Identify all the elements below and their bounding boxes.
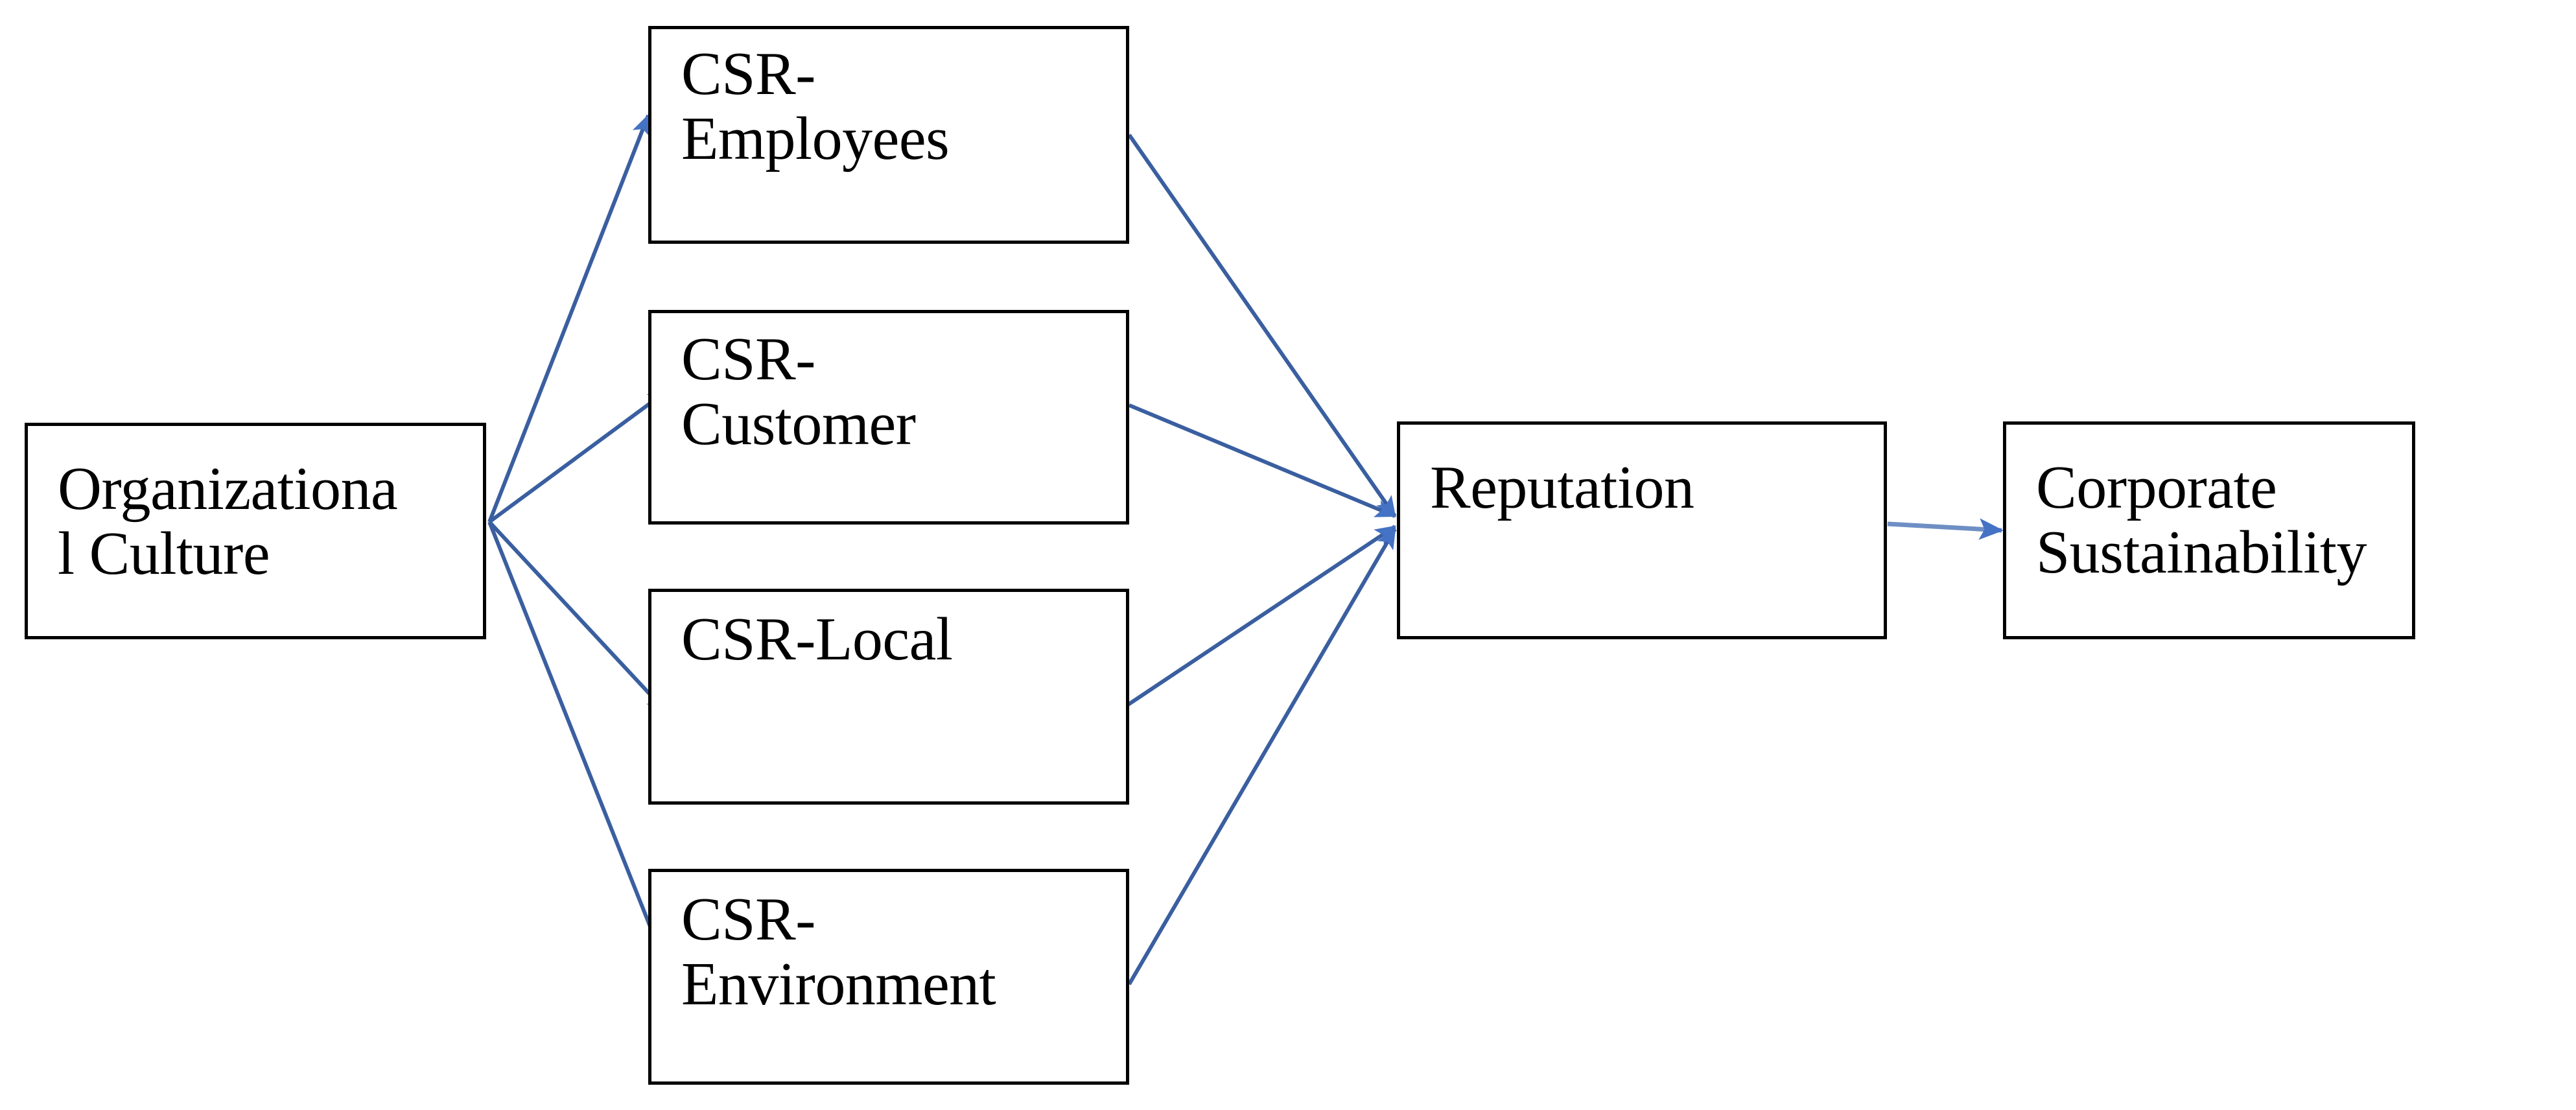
node-organizational-culture[interactable]: Organizationa l Culture — [25, 423, 486, 639]
edge-csr-employees-to-reputation — [1127, 134, 1397, 518]
node-label-organizational-culture: Organizationa l Culture — [58, 455, 398, 587]
edge-org-culture-to-csr-local — [487, 520, 668, 714]
edge-org-culture-to-csr-environment — [487, 521, 668, 969]
node-csr-customer[interactable]: CSR- Customer — [648, 310, 1129, 525]
node-label-corporate-sustainability: Corporate Sustainability — [2036, 454, 2367, 586]
edge-org-culture-to-csr-customer — [488, 388, 670, 524]
node-label-csr-environment: CSR- Environment — [681, 886, 996, 1018]
edge-csr-local-to-reputation — [1127, 525, 1397, 707]
node-corporate-sustainability[interactable]: Corporate Sustainability — [2003, 421, 2415, 639]
node-label-csr-local: CSR-Local — [681, 606, 953, 673]
node-csr-employees[interactable]: CSR- Employees — [648, 26, 1129, 244]
node-csr-local[interactable]: CSR-Local — [648, 589, 1129, 805]
node-label-csr-customer: CSR- Customer — [681, 325, 916, 458]
edge-reputation-to-corporate-sustainability — [1887, 518, 2004, 540]
edge-csr-environment-to-reputation — [1127, 527, 1397, 986]
node-label-reputation: Reputation — [1430, 454, 1694, 521]
node-csr-environment[interactable]: CSR- Environment — [648, 869, 1129, 1085]
node-label-csr-employees: CSR- Employees — [681, 40, 950, 172]
edge-org-culture-to-csr-employees — [487, 113, 650, 523]
edge-csr-customer-to-reputation — [1128, 403, 1397, 518]
node-reputation[interactable]: Reputation — [1397, 421, 1887, 639]
